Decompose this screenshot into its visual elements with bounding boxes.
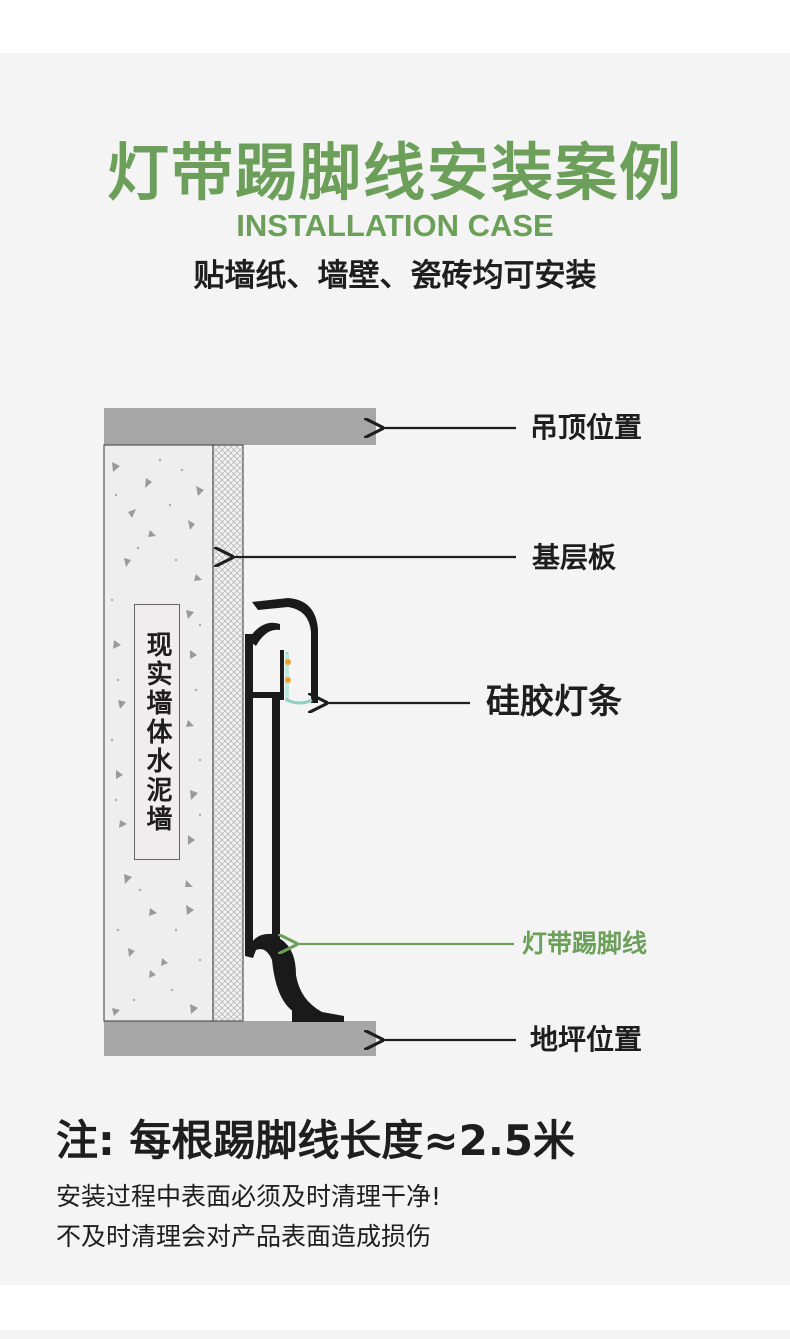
damage-warning: 不及时清理会对产品表面造成损伤 [56,1222,432,1251]
skirting-line-label: 灯带踢脚线 [522,929,648,958]
wall-label-text: 现实墙体水泥墙 [142,630,172,834]
skirting-profile [245,598,344,1022]
bottom-band [0,1330,790,1339]
floor-slab [104,1021,376,1056]
length-note: 注: 每根踢脚线长度≈2.5米 [56,1116,576,1165]
base-board-label: 基层板 [532,541,617,574]
page-subtitle: INSTALLATION CASE [236,208,554,243]
silicone-strip-label: 硅胶灯条 [486,682,622,722]
wall-label: 现实墙体水泥墙 [134,604,180,860]
floor-label: 地坪位置 [530,1023,643,1056]
page-tagline: 贴墙纸、墙壁、瓷砖均可安装 [193,258,597,294]
silicone-strip [285,652,313,705]
cleaning-note: 安装过程中表面必须及时清理干净! [56,1182,442,1211]
base-board [212,444,244,1022]
ceiling-slab [104,408,376,445]
ceiling-label: 吊顶位置 [530,411,643,444]
page-title: 灯带踢脚线安装案例 [106,136,683,209]
